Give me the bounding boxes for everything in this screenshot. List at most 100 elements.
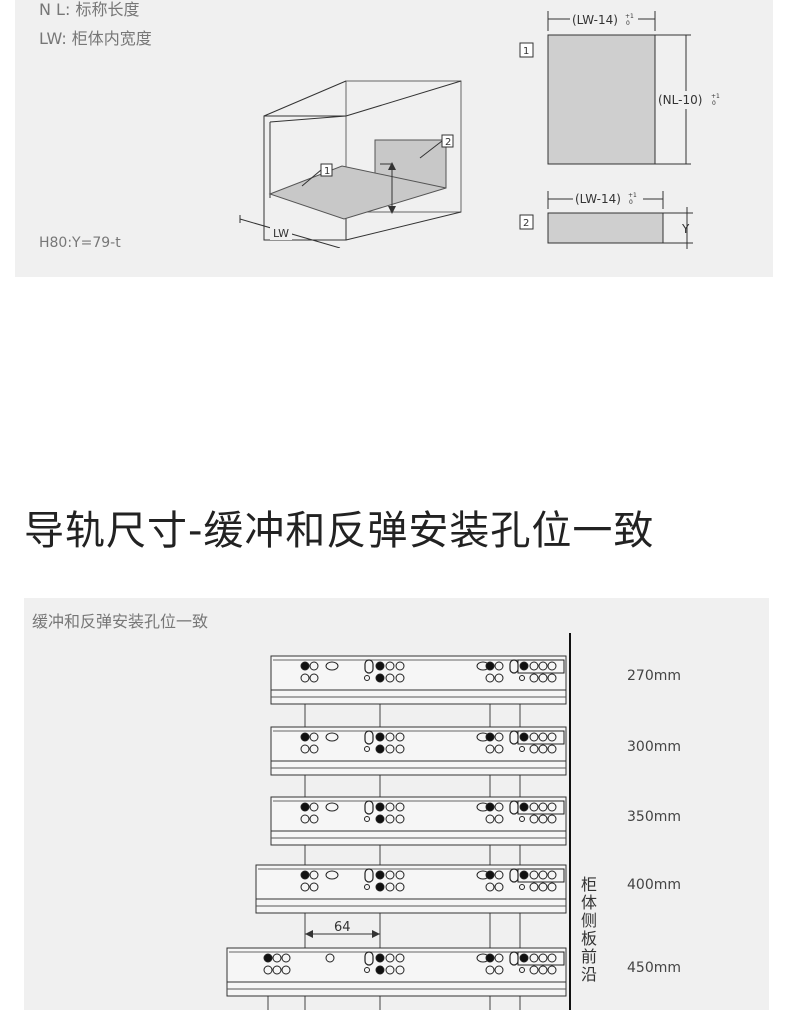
cabinet-box-diagram: LW 1 2: [239, 80, 462, 248]
rail-3-hole-b8: [395, 814, 405, 824]
side-panel-dimension-drawing: (LW-14) +1 0 Y 2: [519, 190, 693, 249]
panel1-shape: [547, 34, 656, 165]
rail-5-hole-b7: [385, 965, 395, 975]
legend-nl: N L: 标称长度: [39, 0, 140, 19]
rail-5-hole-b4: [395, 953, 405, 963]
rail-1-hole-c13: [538, 673, 548, 683]
rail-5-hole-c2: [485, 953, 495, 963]
panel1-height-tol-sub: 0: [712, 100, 716, 107]
rail-3-hole-c11: [519, 816, 525, 822]
rail-3-hole-a1: [300, 802, 310, 812]
rail-1-hole-b4: [395, 661, 405, 671]
panel2-width-tol-sub: 0: [629, 199, 633, 206]
rail-2-hole-c13: [538, 744, 548, 754]
rail-size-label-5: 450mm: [627, 960, 681, 976]
callout-1: 1: [324, 166, 330, 177]
rail-4-hole-c-frame: [517, 868, 565, 883]
rail-5-hole-b8: [395, 965, 405, 975]
rail-2-hole-c3: [494, 732, 504, 742]
rail-3-hole-c8: [529, 802, 539, 812]
rail-5-hole-c12: [529, 965, 539, 975]
rail-1-body: [270, 655, 567, 705]
rail-5-hole-a3: [325, 953, 335, 963]
rail-5-hole-a4: [263, 965, 273, 975]
rail-4-hole-c7: [519, 870, 529, 880]
panel1-width-tol-sup: +1: [625, 13, 634, 20]
front-edge-label-char-3: 侧: [581, 911, 597, 930]
rail-3-hole-c10: [547, 802, 557, 812]
rail-3-hole-c12: [529, 814, 539, 824]
rail-5-hole-c5: [494, 965, 504, 975]
spacing-label: 64: [334, 920, 351, 935]
lw-dimension-label: LW: [273, 227, 289, 240]
rail-4-hole-b5: [364, 884, 370, 890]
rail-4-hole-b4: [395, 870, 405, 880]
rail-2-hole-c8: [529, 732, 539, 742]
rail-2-hole-c14: [547, 744, 557, 754]
bottom-panel-1: [268, 165, 447, 220]
rail-2-hole-c12: [529, 744, 539, 754]
panel2-number: 2: [523, 218, 529, 229]
rail-1-hole-a2: [309, 661, 319, 671]
rail-2-hole-b3: [385, 732, 395, 742]
rail-1-hole-c12: [529, 673, 539, 683]
rail-5-hole-c13: [538, 965, 548, 975]
rail-4-hole-b8: [395, 882, 405, 892]
rail-2-hole-b5: [364, 746, 370, 752]
rail-1-hole-b7: [385, 673, 395, 683]
rail-1-hole-b8: [395, 673, 405, 683]
rail-1-hole-b2: [375, 661, 385, 671]
box-back-edge: [345, 80, 462, 213]
rail-1-hole-b6: [375, 673, 385, 683]
callout-2: 2: [445, 137, 451, 148]
rail-5-hole-b3: [385, 953, 395, 963]
rail-5-hole-b6: [375, 965, 385, 975]
rail-3-hole-a3: [325, 802, 339, 812]
rail-3-hole-b3: [385, 802, 395, 812]
rail-1-slot-b1: [364, 659, 374, 674]
rail-1-hole-c4: [485, 673, 495, 683]
rail-3-slot-b1: [364, 800, 374, 815]
rail-2-body: [270, 726, 567, 776]
front-edge-label-char-2: 体: [581, 893, 597, 912]
rail-4-hole-c10: [547, 870, 557, 880]
panel2-shape: [547, 212, 664, 244]
rail-2-hole-c9: [538, 732, 548, 742]
rail-2-hole-c5: [494, 744, 504, 754]
spacing-arrow-left: [305, 930, 313, 938]
rail-5-hole-c3: [494, 953, 504, 963]
rail-1-hole-c-frame: [517, 659, 565, 674]
rail-5-hole-c8: [529, 953, 539, 963]
rail-2-hole-a2: [309, 732, 319, 742]
rail-5-hole-c-frame: [517, 951, 565, 966]
rail-3-hole-a5: [309, 814, 319, 824]
rail-1-hole-a4: [300, 673, 310, 683]
rail-4-hole-c13: [538, 882, 548, 892]
rail-1-hole-c8: [529, 661, 539, 671]
rail-4-hole-a2: [309, 870, 319, 880]
rail-3-hole-c7: [519, 802, 529, 812]
rail-4-hole-c11: [519, 884, 525, 890]
legend-lw: LW: 柜体内宽度: [39, 29, 152, 48]
rail-2-hole-b6: [375, 744, 385, 754]
rail-1-hole-c11: [519, 675, 525, 681]
rail-1-hole-c9: [538, 661, 548, 671]
rail-3-hole-c13: [538, 814, 548, 824]
rail-4-hole-c8: [529, 870, 539, 880]
rail-4-slot-b1: [364, 868, 374, 883]
rail-5-hole-c9: [538, 953, 548, 963]
front-edge-label-char-6: 沿: [581, 965, 597, 984]
rail-2-hole-c4: [485, 744, 495, 754]
rail-5-slot-b1: [364, 951, 374, 966]
rail-4-hole-c2: [485, 870, 495, 880]
rail-2-hole-b8: [395, 744, 405, 754]
rail-3-hole-a2: [309, 802, 319, 812]
rail-2-hole-a4: [300, 744, 310, 754]
rail-3-hole-c-frame: [517, 800, 565, 815]
spacing-arrow-right: [372, 930, 380, 938]
rail-1-hole-a5: [309, 673, 319, 683]
rail-2-hole-a3: [325, 732, 339, 742]
rail-5-hole-c11: [519, 967, 525, 973]
rail-1-hole-c2: [485, 661, 495, 671]
